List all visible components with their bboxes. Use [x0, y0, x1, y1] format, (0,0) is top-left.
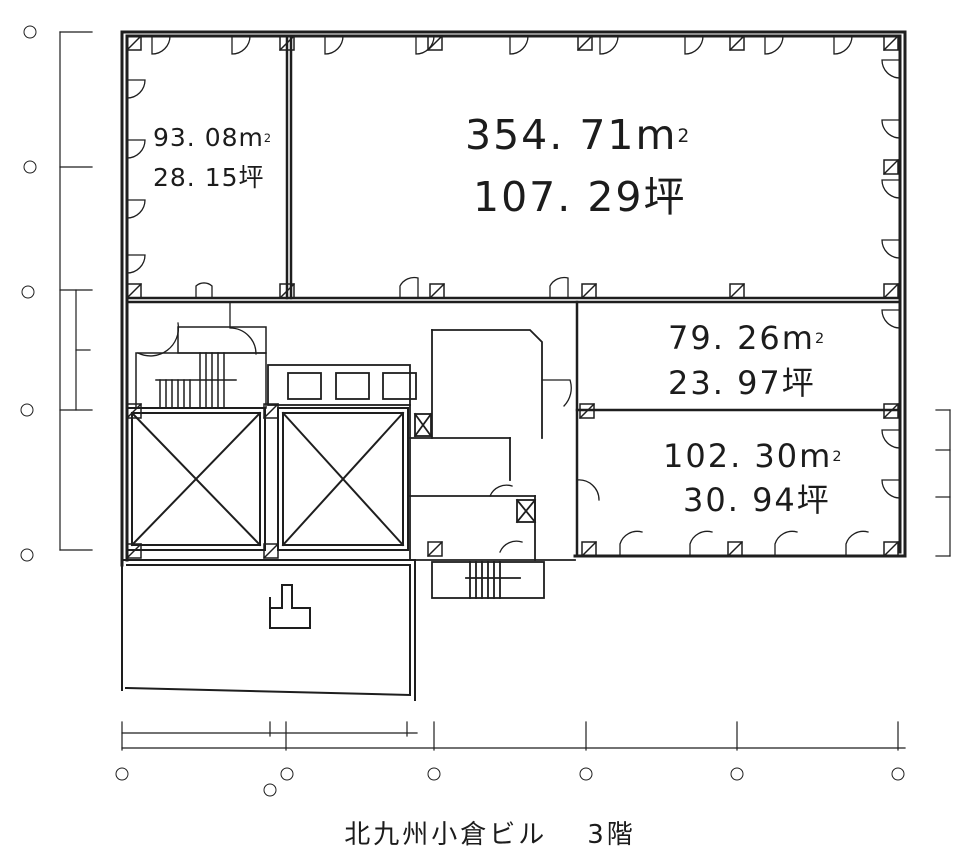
room-label-c: 79. 26m2 23. 97坪: [668, 316, 826, 406]
room-c-area-m2: 79. 26m2: [668, 319, 827, 357]
room-a-area-tsubo: 28. 15坪: [153, 163, 265, 192]
room-b-area-tsubo: 107. 29坪: [473, 173, 687, 221]
room-a-area-m2: 93. 08m2: [153, 123, 273, 152]
lower-room: [121, 559, 416, 701]
room-label-a: 93. 08m2 28. 15坪: [153, 118, 272, 198]
room-d-area-m2: 102. 30m2: [663, 437, 844, 475]
columns: [125, 34, 900, 560]
floor-label: 3階: [587, 820, 636, 850]
room-label-d: 102. 30m2 30. 94坪: [663, 434, 843, 522]
duct-boxes: [267, 364, 417, 406]
shafts: [126, 407, 409, 551]
stairs-left: [135, 326, 267, 409]
left-dimension-line: [59, 31, 93, 551]
right-dimension-line: [935, 409, 951, 557]
core-rooms: [409, 329, 576, 599]
room-b-area-m2: 354. 71m2: [465, 111, 692, 159]
building-name: 北九州小倉ビル: [344, 820, 548, 850]
outer-walls: [120, 30, 907, 567]
room-d-area-tsubo: 30. 94坪: [683, 481, 831, 519]
room-c-area-tsubo: 23. 97坪: [668, 364, 816, 402]
grid-bubbles-bottom: [115, 767, 905, 797]
door-swings: [126, 35, 901, 557]
bottom-dimension-lines: [121, 721, 906, 751]
plan-caption: 北九州小倉ビル 3階: [0, 814, 980, 851]
room-label-b: 354. 71m2 107. 29坪: [465, 104, 691, 228]
grid-bubbles-left: [20, 25, 37, 562]
partitions: [125, 34, 902, 558]
